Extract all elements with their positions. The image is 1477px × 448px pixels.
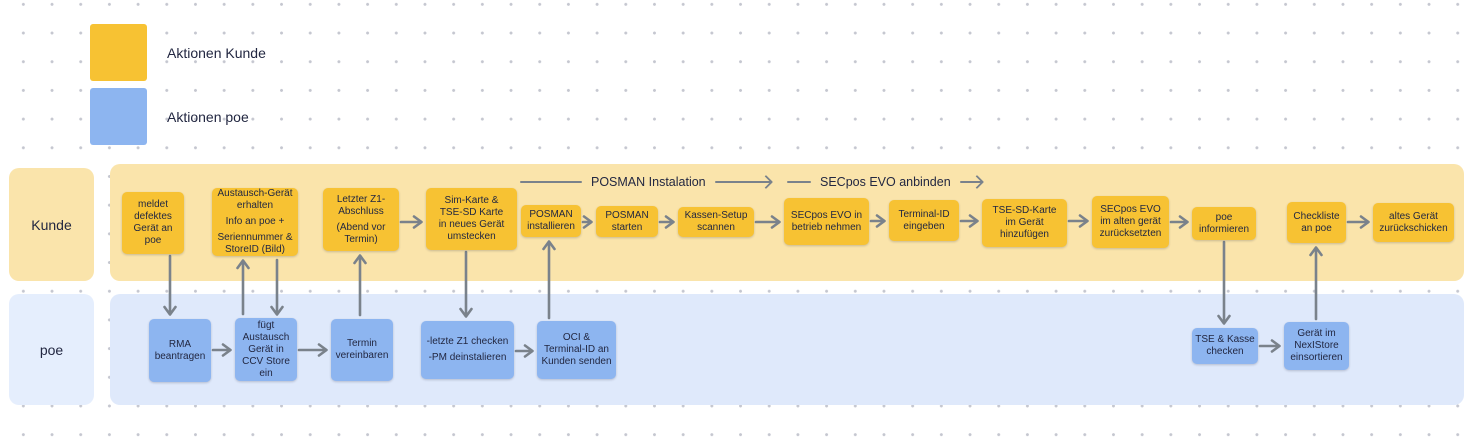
flow-node-label: -PM deinstalieren xyxy=(428,352,507,363)
flow-node-kunde[interactable]: SECpos EVO im alten gerät zurücksetzten xyxy=(1092,196,1169,248)
flow-node-kunde[interactable]: meldet defektes Gerät an poe xyxy=(122,192,184,254)
phase-label-secpos[interactable]: SECpos EVO anbinden xyxy=(787,175,982,189)
flow-node-label: Austausch-Gerät erhalten xyxy=(217,188,293,211)
flow-node-label: fügt Austausch Gerät in CCV Store ein xyxy=(242,319,290,379)
flow-node-label: OCI & Terminal-ID an Kunden senden xyxy=(541,332,612,367)
flow-node-label: POSMAN starten xyxy=(605,209,649,233)
flow-node-kunde[interactable]: SECpos EVO in betrieb nehmen xyxy=(784,198,869,245)
lane-label-kunde[interactable]: Kunde xyxy=(9,168,94,281)
flow-node-kunde[interactable]: Terminal-ID eingeben xyxy=(889,200,959,241)
flow-node-poe[interactable]: Termin vereinbaren xyxy=(331,319,393,381)
lane-label-poe-text: poe xyxy=(39,341,64,358)
flow-node-kunde[interactable]: Sim-Karte & TSE-SD Karte in neues Gerät … xyxy=(426,188,517,250)
flow-node-label: Terminal-ID eingeben xyxy=(898,208,950,232)
flow-node-label: Kassen-Setup scannen xyxy=(684,210,748,233)
flow-node-label: altes Gerät zurückschicken xyxy=(1379,210,1448,234)
flow-node-label: meldet defektes Gerät an poe xyxy=(133,199,173,246)
legend-label-poe: Aktionen poe xyxy=(167,108,249,125)
flow-node-kunde[interactable]: altes Gerät zurückschicken xyxy=(1373,203,1454,242)
flow-node-kunde[interactable]: POSMAN starten xyxy=(596,206,658,237)
phase-line xyxy=(787,180,811,184)
flow-node-label: SECpos EVO in betrieb nehmen xyxy=(790,209,863,233)
legend: Aktionen Kunde Aktionen poe xyxy=(90,24,266,152)
flow-node-kunde[interactable]: poe informieren xyxy=(1192,207,1256,240)
flow-node-poe[interactable]: OCI & Terminal-ID an Kunden senden xyxy=(537,321,616,379)
legend-swatch-poe[interactable] xyxy=(90,88,147,145)
phase-label-posman[interactable]: POSMAN Instalation xyxy=(520,175,771,189)
flow-node-label: TSE-SD-Karte im Gerät hinzufügen xyxy=(992,205,1057,240)
flow-node-label: Sim-Karte & TSE-SD Karte in neues Gerät … xyxy=(438,195,505,242)
flow-node-label: (Abend vor Termin) xyxy=(336,221,386,245)
flow-node-kunde[interactable]: TSE-SD-Karte im Gerät hinzufügen xyxy=(982,199,1067,247)
right-arrow-icon xyxy=(714,180,771,184)
flow-node-label: -letzte Z1 checken xyxy=(426,336,509,347)
legend-label-kunde: Aktionen Kunde xyxy=(167,44,266,61)
flow-node-kunde[interactable]: Letzter Z1- Abschluss (Abend vor Termin) xyxy=(323,188,399,251)
flow-node-label: Checkliste an poe xyxy=(1293,210,1340,234)
flow-node-label: TSE & Kasse checken xyxy=(1195,334,1255,357)
legend-swatch-kunde[interactable] xyxy=(90,24,147,81)
lane-label-kunde-text: Kunde xyxy=(31,216,72,233)
flow-node-label: RMA beantragen xyxy=(154,338,206,362)
flow-node-poe[interactable]: fügt Austausch Gerät in CCV Store ein xyxy=(235,318,297,381)
legend-item-kunde: Aktionen Kunde xyxy=(90,24,266,81)
lane-poe[interactable] xyxy=(110,294,1464,405)
legend-item-poe: Aktionen poe xyxy=(90,88,266,145)
flow-node-poe[interactable]: Gerät im NexIStore einsortieren xyxy=(1284,322,1349,370)
flow-node-label: SECpos EVO im alten gerät zurücksetzten xyxy=(1099,204,1162,239)
phase-label-secpos-text: SECpos EVO anbinden xyxy=(820,175,951,189)
right-arrow-icon xyxy=(959,180,982,184)
flow-node-poe[interactable]: -letzte Z1 checken -PM deinstalieren xyxy=(421,321,514,379)
lane-label-poe[interactable]: poe xyxy=(9,294,94,405)
flow-node-kunde[interactable]: POSMAN installieren xyxy=(521,205,581,237)
flow-node-poe[interactable]: TSE & Kasse checken xyxy=(1192,328,1258,364)
flow-node-label: Seriennummer & StoreID (Bild) xyxy=(217,232,293,255)
flow-node-kunde[interactable]: Kassen-Setup scannen xyxy=(678,207,754,237)
phase-line xyxy=(520,180,582,184)
flow-node-kunde[interactable]: Checkliste an poe xyxy=(1287,202,1346,243)
flow-node-label: poe informieren xyxy=(1198,211,1250,235)
flow-node-label: Gerät im NexIStore einsortieren xyxy=(1290,328,1343,363)
flow-node-poe[interactable]: RMA beantragen xyxy=(149,319,211,382)
flow-node-label: Info an poe + xyxy=(225,216,285,227)
phase-label-posman-text: POSMAN Instalation xyxy=(591,175,706,189)
flow-node-label: Letzter Z1- Abschluss xyxy=(336,193,386,217)
flow-node-label: POSMAN installieren xyxy=(527,209,575,232)
flow-node-label: Termin vereinbaren xyxy=(335,338,389,361)
